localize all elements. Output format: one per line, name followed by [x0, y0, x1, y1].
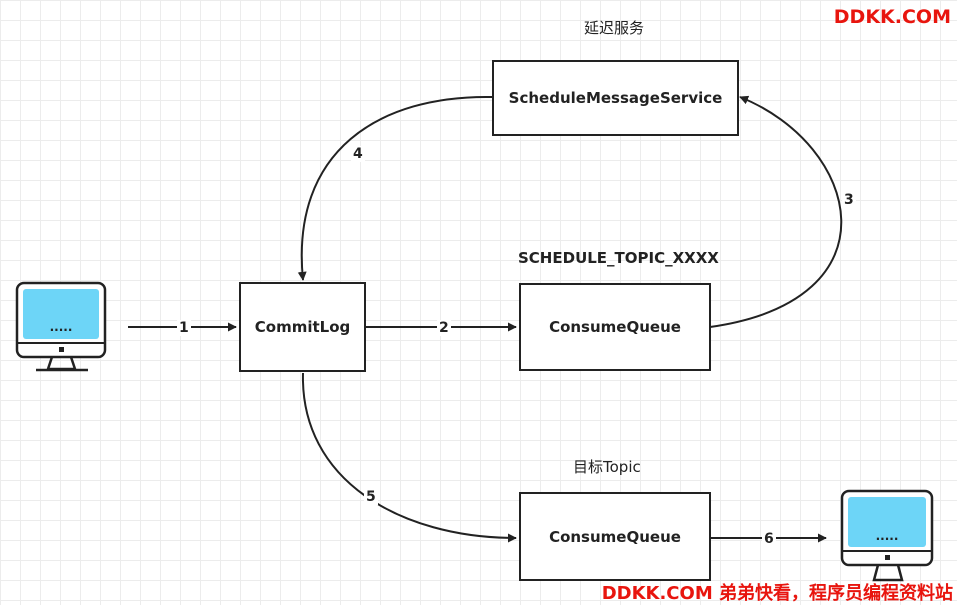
edge-4-label: 4 [351, 146, 365, 162]
watermark-top: DDKK.COM [833, 6, 951, 28]
edge-5-label: 5 [364, 489, 378, 505]
watermark-bottom: DDKK.COM 弟弟快看，程序员编程资料站 [601, 583, 953, 604]
delay-service-caption: 延迟服务 [584, 19, 645, 37]
edge-3 [709, 95, 843, 328]
consumer-screen-text: ..... [876, 529, 899, 543]
producer-screen-text: ..... [50, 320, 73, 334]
edge-1-label: 1 [177, 320, 191, 336]
edge-5 [301, 372, 517, 543]
edge-3-label: 3 [842, 192, 856, 208]
target-topic-caption: 目标Topic [573, 458, 641, 476]
consumer-computer-icon: ..... [840, 489, 934, 582]
producer-computer-icon: ..... [15, 281, 107, 372]
commit-log-node: CommitLog [239, 282, 366, 372]
edge-6-label: 6 [762, 531, 776, 547]
edge-4 [297, 95, 493, 281]
target-consume-queue-node: ConsumeQueue [519, 492, 711, 581]
edge-2-label: 2 [437, 320, 451, 336]
schedule-message-service-node: ScheduleMessageService [492, 60, 739, 136]
schedule-consume-queue-node: ConsumeQueue [519, 283, 711, 371]
schedule-topic-caption: SCHEDULE_TOPIC_XXXX [518, 249, 719, 267]
